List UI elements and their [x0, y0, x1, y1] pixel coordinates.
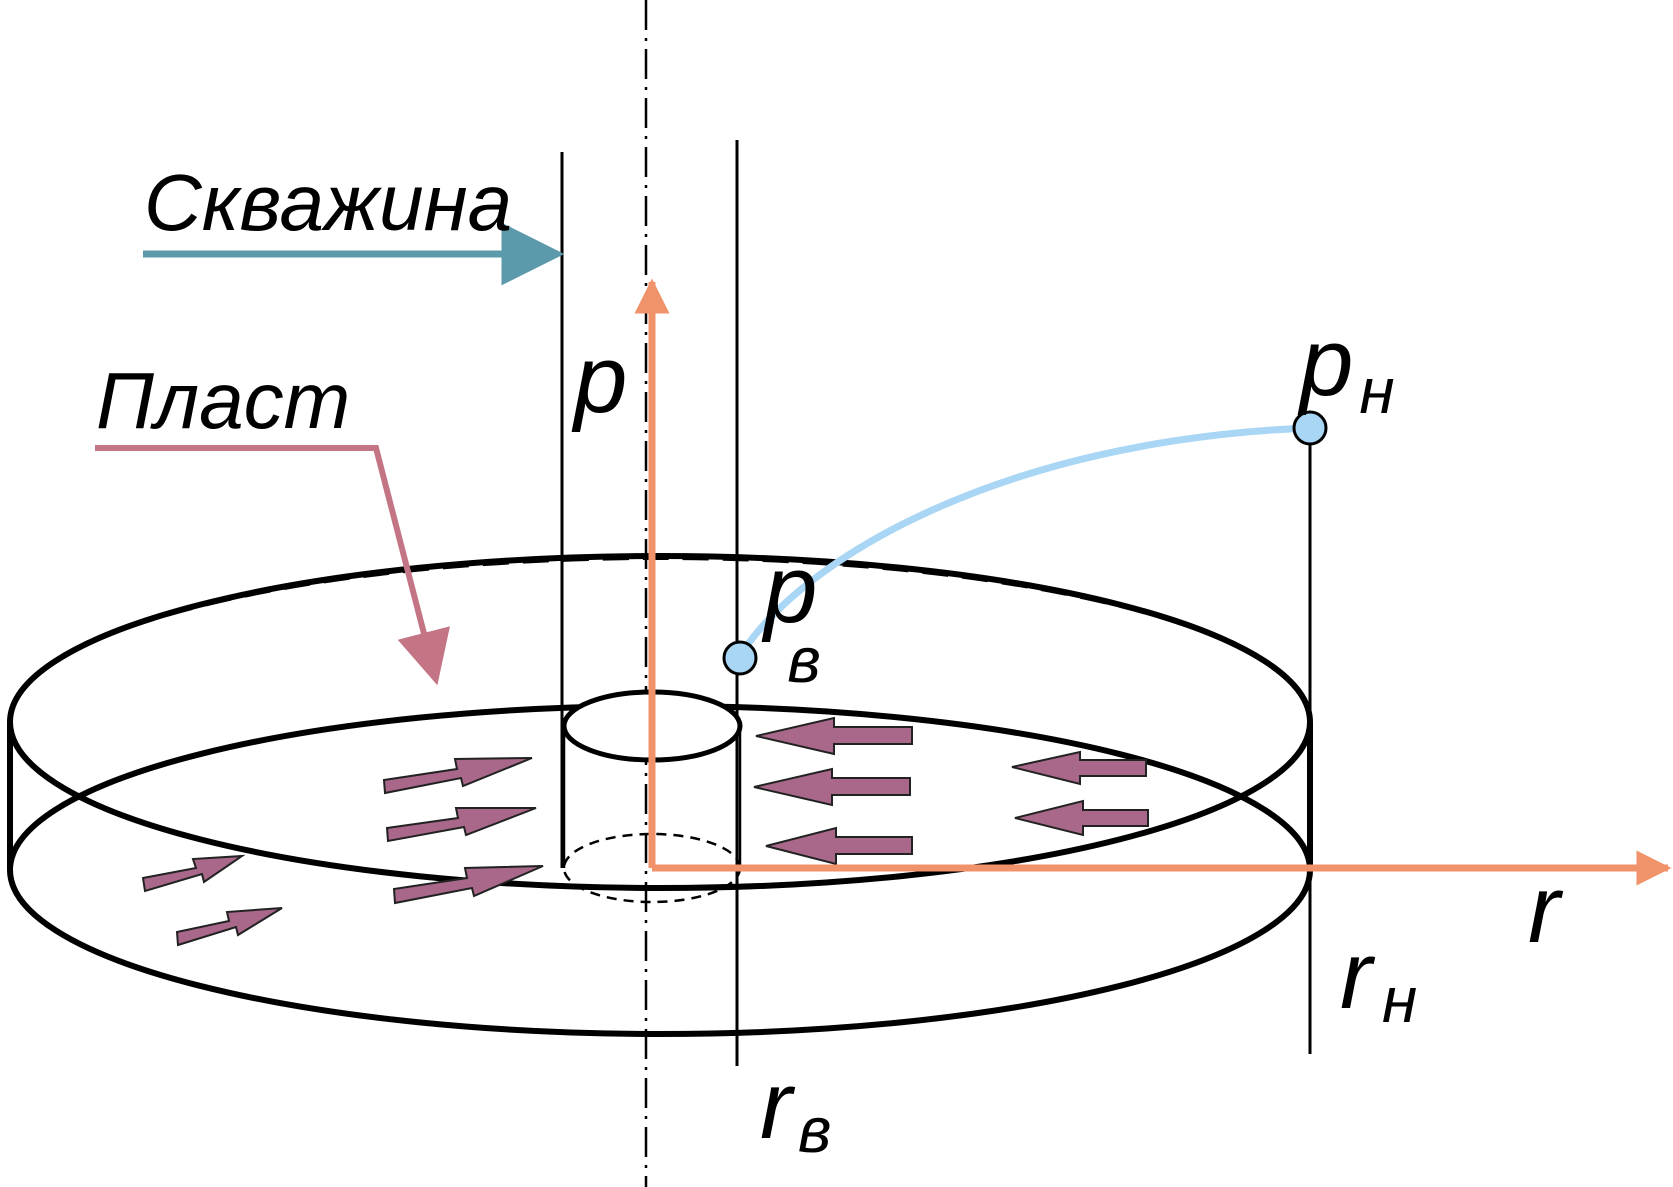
pressure-point-boundary-icon	[1292, 410, 1328, 446]
p-well-sub: в	[787, 624, 820, 696]
r-boundary-main: r	[1340, 922, 1376, 1029]
r-boundary-sub: н	[1382, 964, 1417, 1036]
formation-label: Пласт	[96, 356, 350, 445]
flow-arrows	[141, 716, 1149, 947]
r-axis-label: r	[1528, 856, 1564, 963]
flow-arrow-right-icon	[141, 854, 246, 893]
pressure-point-well-icon	[722, 640, 758, 676]
p-boundary-sub: н	[1359, 355, 1394, 427]
p-boundary-main: p	[1297, 309, 1353, 416]
flow-arrow-right-icon	[385, 807, 537, 843]
pressure-curve	[737, 424, 1311, 658]
flow-arrow-left-icon	[1014, 799, 1149, 837]
r-well-label: rв	[760, 1052, 831, 1166]
flow-arrow-left-icon	[755, 716, 913, 756]
flow-arrow-left-icon	[1011, 750, 1147, 786]
r-well-sub: в	[798, 1094, 831, 1166]
p-boundary-label: pн	[1297, 309, 1395, 427]
flow-arrow-right-icon	[175, 907, 283, 947]
r-well-main: r	[760, 1052, 796, 1159]
p-axis-label: p	[571, 326, 627, 433]
flow-arrow-right-icon	[382, 757, 533, 795]
well-label: Скважина	[144, 158, 512, 247]
formation-callout-arrow	[95, 445, 450, 686]
formation-disk	[7, 553, 1313, 1037]
flow-arrow-left-icon	[753, 767, 911, 807]
flow-arrow-left-icon	[765, 826, 913, 866]
flow-arrow-right-icon	[392, 865, 544, 905]
formation-top-ellipse	[7, 553, 1313, 891]
p-well-main: p	[761, 536, 817, 643]
